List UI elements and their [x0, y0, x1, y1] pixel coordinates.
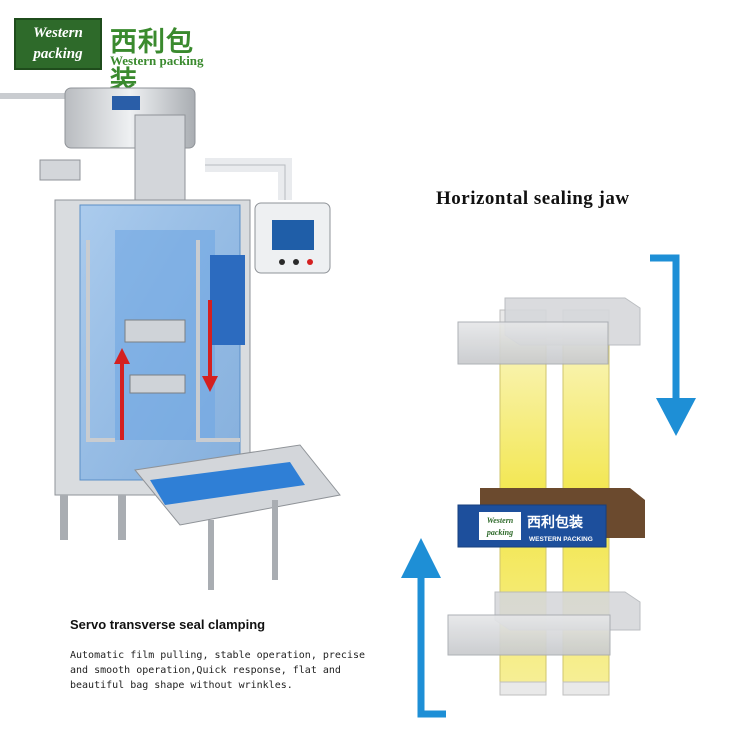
top-clamp-front: [457, 321, 609, 365]
jaw-logo-en: WESTERN PACKING: [529, 536, 593, 543]
jaw-logo-badge: [479, 512, 521, 540]
feature-description-line: Automatic film pulling, stable operation…: [70, 650, 366, 661]
bottom-clamp-front: [447, 614, 611, 656]
conveyor-belt: [150, 462, 305, 505]
panel-button: [293, 259, 299, 265]
seal-jaw-lower: [129, 374, 186, 394]
hopper-label: [112, 96, 140, 110]
sealing-jaw-title: Horizontal sealing jaw: [436, 188, 630, 209]
machine-leg: [118, 495, 126, 540]
logo-badge-line1: Western: [33, 25, 83, 41]
touch-screen: [272, 220, 314, 250]
red-arrow-down-head: [202, 376, 218, 392]
film-seal-bottom-left: [499, 681, 547, 696]
seal-jaw-upper: [124, 319, 186, 343]
emergency-stop-button: [307, 259, 313, 265]
jaw-logo-line1: Western: [487, 516, 514, 525]
blue-arrow-up-shaft: [417, 576, 446, 718]
jaw-logo-cn: 西利包装: [527, 514, 584, 531]
feature-title: Servo transverse seal clamping: [70, 617, 266, 632]
conveyor-leg: [208, 520, 214, 590]
cable-duct-outline: [205, 164, 286, 200]
conveyor-leg: [272, 500, 278, 580]
feature-description: Automatic film pulling, stable operation…: [70, 648, 366, 693]
jaw-logo-line2: packing: [486, 528, 513, 537]
packing-machine: [0, 87, 341, 590]
blue-arrow-down-head: [656, 398, 696, 436]
blue-arrow-up-head: [401, 538, 441, 578]
door-handle-right: [196, 240, 240, 442]
red-arrow-up-head: [114, 348, 130, 364]
panel-button: [279, 259, 285, 265]
feature-description-line: and smooth operation,Quick response, fla…: [70, 665, 341, 676]
film-seal-bottom-right: [562, 681, 610, 696]
logo-badge: Western packing: [14, 18, 102, 70]
sealing-jaw-diagram: Western packing 西利包装 WESTERN PACKING: [401, 254, 696, 718]
feed-pipe: [0, 93, 85, 99]
dosing-unit: [134, 114, 186, 201]
feature-description-line: beautiful bag shape without wrinkles.: [70, 680, 293, 691]
motor-cover: [210, 255, 245, 345]
door-handle-left: [86, 240, 115, 442]
logo-english-name: Western packing: [110, 53, 204, 68]
machine-leg: [60, 495, 68, 540]
blue-arrow-down-shaft: [650, 254, 680, 400]
side-fitting: [39, 159, 81, 181]
cable-duct: [205, 158, 292, 200]
logo-badge-line2: packing: [33, 46, 83, 62]
